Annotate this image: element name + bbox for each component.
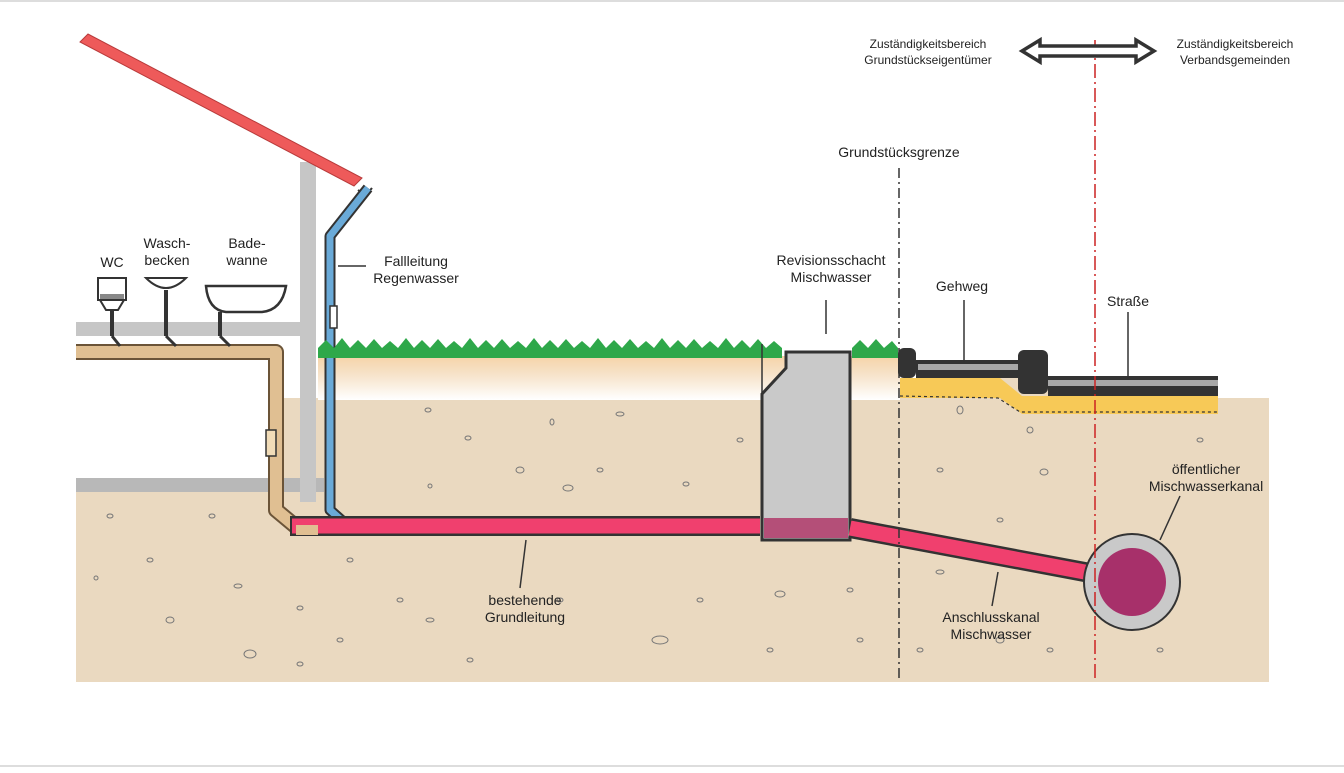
- lawn-right: [852, 339, 898, 358]
- kanal-line2: Mischwasserkanal: [1148, 478, 1264, 494]
- public-area-label: Zuständigkeitsbereich Verbandsgemeinden: [1166, 36, 1304, 68]
- anschlusskanal-label: Anschlusskanal Mischwasser: [928, 609, 1054, 643]
- grundleitung-leader: [519, 539, 527, 589]
- fallleitung-line2: Regenwasser: [373, 270, 459, 286]
- road-bed-dashline: [899, 395, 1218, 413]
- public-area-line1: Zuständigkeitsbereich: [1176, 37, 1294, 51]
- downpipe-cleanout: [329, 305, 338, 329]
- anschlusskanal-line1: Anschlusskanal: [942, 609, 1040, 625]
- cleanout-opening: [265, 429, 277, 457]
- kanal-label: öffentlicher Mischwasserkanal: [1138, 461, 1274, 495]
- soil-stones: [93, 405, 1204, 667]
- gehweg-label: Gehweg: [935, 278, 989, 294]
- revisionsschacht-line1: Revisionsschacht: [776, 252, 886, 268]
- bathtub-fixture: [204, 284, 288, 348]
- anschlusskanal-leader: [991, 571, 999, 607]
- revisionsschacht-line2: Mischwasser: [790, 269, 872, 285]
- waschbecken-line1: Wasch-: [143, 235, 191, 251]
- basement-floor: [76, 478, 324, 492]
- grundleitung-line2: Grundleitung: [484, 609, 566, 625]
- basement-room: [76, 362, 268, 478]
- inspection-shaft: [760, 350, 852, 542]
- grundleitung-line1: bestehende: [488, 592, 562, 608]
- owner-area-line1: Zuständigkeitsbereich: [869, 37, 987, 51]
- owner-area-line2: Grundstückseigentümer: [864, 53, 992, 67]
- lawn-left: [318, 338, 782, 358]
- roof: [79, 33, 363, 187]
- waschbecken-label: Wasch- becken: [136, 235, 198, 269]
- grundstuecksgrenze-label: Grundstücksgrenze: [838, 144, 960, 160]
- sewer-leader: [1159, 495, 1181, 541]
- sidewalk: [898, 348, 1218, 396]
- wc-fixture: [97, 277, 127, 347]
- badewanne-line1: Bade-: [228, 235, 266, 251]
- badewanne-label: Bade- wanne: [216, 235, 278, 269]
- revisionsschacht-label: Revisionsschacht Mischwasser: [764, 252, 898, 286]
- strasse-label: Straße: [1106, 293, 1149, 309]
- fallleitung-line1: Fallleitung: [384, 253, 448, 269]
- owner-area-label: Zuständigkeitsbereich Grundstückseigentü…: [858, 36, 998, 68]
- shaft-sump: [764, 518, 848, 538]
- fallleitung-label: Fallleitung Regenwasser: [362, 253, 470, 287]
- public-area-line2: Verbandsgemeinden: [1179, 53, 1291, 67]
- responsibility-double-arrow: [1018, 36, 1158, 66]
- public-sewer-bore: [1098, 548, 1166, 616]
- ground-floor-slab: [76, 322, 316, 336]
- anschlusskanal-line2: Mischwasser: [950, 626, 1032, 642]
- waschbecken-line2: becken: [144, 252, 190, 268]
- grundleitung-label: bestehende Grundleitung: [470, 592, 580, 626]
- washbasin-fixture: [143, 277, 189, 348]
- badewanne-line2: wanne: [226, 252, 268, 268]
- connection-sewer: [848, 520, 1108, 584]
- kanal-line1: öffentlicher: [1171, 461, 1241, 477]
- wc-label: WC: [100, 254, 124, 270]
